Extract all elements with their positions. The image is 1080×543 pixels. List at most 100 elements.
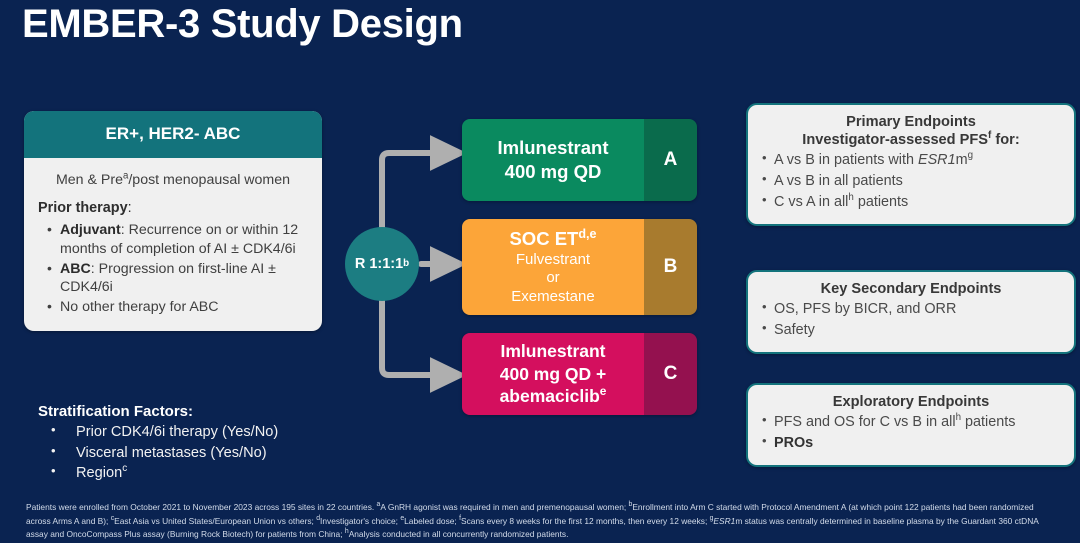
list-item: No other therapy for ABC xyxy=(47,297,310,317)
list-item: Visceral metastases (Yes/No) xyxy=(38,442,338,464)
population-body: Men & Prea/post menopausal women Prior t… xyxy=(24,158,322,331)
prior-therapy-text: Prior therapy xyxy=(38,200,128,217)
arm-b-line1: SOC ETd,e xyxy=(509,228,596,250)
list-item: PFS and OS for C vs B in allh patients xyxy=(761,411,1061,433)
arm-c-line3-sup: e xyxy=(599,384,607,399)
arm-c-line3-text: abemaciclib xyxy=(499,386,600,407)
footnote-g-sup: g xyxy=(709,514,714,522)
exploratory-endpoints-list: PFS and OS for C vs B in allh patients P… xyxy=(761,411,1061,454)
list-item: Adjuvant: Recurrence on or within 12 mon… xyxy=(47,220,310,258)
footnote-f-text: Scans every 8 weeks for the first 12 mon… xyxy=(461,515,710,526)
list-item: Safety xyxy=(761,319,1061,341)
arm-c-line1: Imlunestrant xyxy=(500,340,606,361)
list-item-bold: ABC xyxy=(60,260,91,277)
list-item-sup: g xyxy=(967,150,974,162)
list-item-sup: c xyxy=(122,463,128,475)
arm-a-letter: A xyxy=(644,119,697,201)
population-intro: Men & Prea/post menopausal women xyxy=(36,167,310,199)
secondary-endpoints-list: OS, PFS by BICR, and ORR Safety xyxy=(761,298,1061,341)
primary-subtitle-sup: f xyxy=(988,130,992,142)
list-item-pre: A vs B in patients with xyxy=(774,152,918,168)
footnote-a-text: A GnRH agonist was required in men and p… xyxy=(380,502,629,512)
footnote-intro: Patients were enrolled from October 2021… xyxy=(26,502,377,512)
list-item-post: patients xyxy=(853,193,909,210)
list-item-pre: A vs B in all patients xyxy=(774,172,903,189)
stratification-factors: Stratification Factors: Prior CDK4/6i th… xyxy=(38,403,338,484)
stratification-list: Prior CDK4/6i therapy (Yes/No) Visceral … xyxy=(38,421,338,484)
footnote-a-sup: a xyxy=(376,501,381,509)
secondary-endpoints-card: Key Secondary Endpoints OS, PFS by BICR,… xyxy=(746,270,1076,354)
population-card: ER+, HER2- ABC Men & Prea/post menopausa… xyxy=(24,111,322,332)
footnotes: Patients were enrolled from October 2021… xyxy=(26,501,1058,542)
arm-b-sub3: Exemestane xyxy=(511,287,595,305)
population-intro-line1: Men & Pre xyxy=(55,172,123,188)
arm-a-line1: Imlunestrant xyxy=(497,136,609,158)
page-title: EMBER-3 Study Design xyxy=(22,2,463,46)
list-item-text: : Recurrence on or within 12 months of c… xyxy=(60,222,299,257)
population-header: ER+, HER2- ABC xyxy=(24,111,322,158)
list-item: ABC: Progression on first-line AI ± CDK4… xyxy=(47,259,310,297)
arm-b-line1-sup: d,e xyxy=(578,226,597,241)
primary-endpoints-list: A vs B in patients with ESR1mg A vs B in… xyxy=(761,149,1061,213)
primary-endpoints-card: Primary Endpoints Investigator-assessed … xyxy=(746,103,1076,226)
list-item-text: : Progression on first-line AI ± CDK4/6i xyxy=(60,260,276,296)
list-item-mid: m xyxy=(955,152,968,168)
footnote-c-text: East Asia vs United States/European Unio… xyxy=(114,515,317,526)
footnote-c-sup: c xyxy=(110,514,115,522)
arm-b-sub2: or xyxy=(546,269,560,287)
primary-endpoints-subtitle: Investigator-assessed PFSf for: xyxy=(761,130,1061,148)
list-item-post: patients xyxy=(961,414,1016,430)
stratification-title: Stratification Factors: xyxy=(38,403,194,420)
primary-endpoints-title: Primary Endpoints xyxy=(846,114,976,130)
list-item-bold: Adjuvant xyxy=(60,222,121,239)
arm-c-line2: 400 mg QD + xyxy=(499,363,607,384)
list-item-text: Region xyxy=(76,465,123,482)
list-item-pre: C vs A in all xyxy=(774,193,849,210)
list-item: A vs B in all patients xyxy=(761,170,1061,192)
arm-b-sub1: Fulvestrant xyxy=(515,251,591,269)
arm-c-letter: C xyxy=(644,333,697,415)
footnote-e-text: Labeled dose; xyxy=(404,515,460,526)
list-item: OS, PFS by BICR, and ORR xyxy=(761,298,1061,320)
arm-a-content: Imlunestrant 400 mg QD xyxy=(462,119,644,201)
list-item: Prior CDK4/6i therapy (Yes/No) xyxy=(38,421,338,443)
list-item-italic: ESR1 xyxy=(917,152,956,168)
arm-c-line3: abemaciclibe xyxy=(500,385,607,408)
treatment-arm-c: Imlunestrant 400 mg QD + abemaciclibe C xyxy=(462,333,697,415)
list-item-sup: h xyxy=(955,412,962,424)
arm-b-content: SOC ETd,e Fulvestrant or Exemestane xyxy=(462,219,644,315)
footnote-d-sup: d xyxy=(316,514,321,522)
exploratory-endpoints-card: Exploratory Endpoints PFS and OS for C v… xyxy=(746,383,1076,467)
footnote-h-text: Analysis conducted in all concurrently r… xyxy=(348,529,569,540)
population-list: Adjuvant: Recurrence on or within 12 mon… xyxy=(36,220,310,317)
list-item-text: No other therapy for ABC xyxy=(60,298,219,315)
list-item-bold: PROs xyxy=(774,434,814,451)
list-item-pre: PFS and OS for C vs B in all xyxy=(774,414,956,430)
primary-subtitle-pre: Investigator-assessed PFS xyxy=(802,132,989,148)
footnote-g-italic: ESR1 xyxy=(713,515,736,526)
list-item-sup: h xyxy=(848,191,854,203)
primary-subtitle-post: for: xyxy=(991,132,1020,148)
prior-therapy-label: Prior therapy: xyxy=(38,199,310,218)
arm-a-line2: 400 mg QD xyxy=(504,161,602,182)
list-item: Regionc xyxy=(38,462,338,484)
footnote-d-text: Investigator's choice; xyxy=(320,515,401,526)
footnote-g-text: m status was centrally determined in bas… xyxy=(26,515,1039,540)
population-intro-sup: a xyxy=(122,170,129,182)
arm-b-letter: B xyxy=(644,219,697,315)
secondary-endpoints-title: Key Secondary Endpoints xyxy=(820,281,1002,297)
footnote-b-sup: b xyxy=(628,501,633,509)
population-intro-line2: /post menopausal women xyxy=(128,172,291,188)
arm-c-content: Imlunestrant 400 mg QD + abemaciclibe xyxy=(462,333,644,415)
footnote-f-sup: f xyxy=(459,514,462,522)
treatment-arm-a: Imlunestrant 400 mg QD A xyxy=(462,119,697,201)
prior-therapy-colon: : xyxy=(127,200,132,217)
randomization-label: R 1:1:1 xyxy=(354,256,404,272)
exploratory-endpoints-title: Exploratory Endpoints xyxy=(832,394,990,410)
list-item: C vs A in allh patients xyxy=(761,191,1061,213)
footnote-b-text: Enrollment into Arm C started with Proto… xyxy=(26,502,1034,526)
treatment-arm-b: SOC ETd,e Fulvestrant or Exemestane B xyxy=(462,219,697,315)
list-item: A vs B in patients with ESR1mg xyxy=(761,149,1061,171)
